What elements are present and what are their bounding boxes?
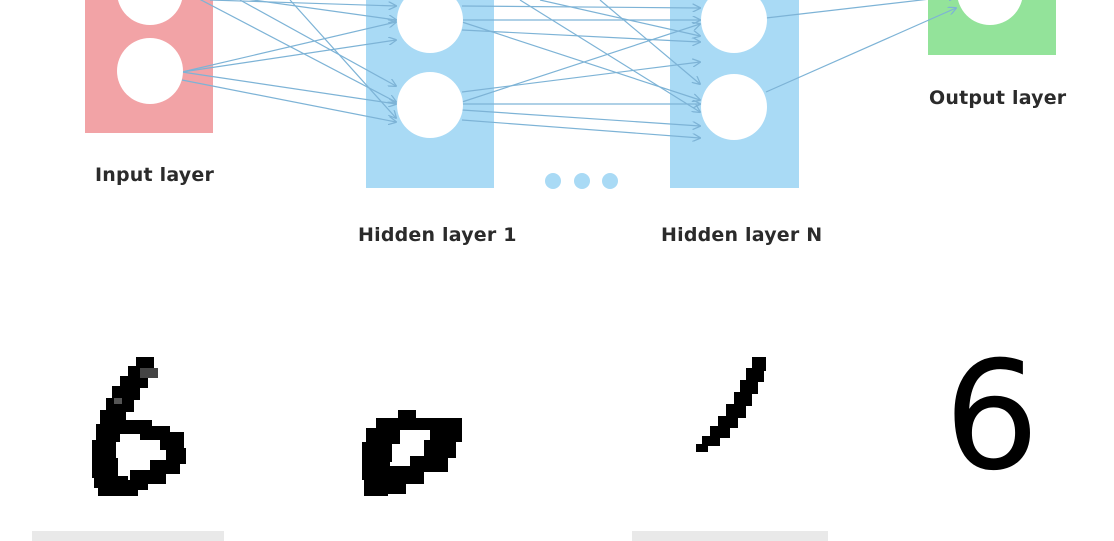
output-node-1 [957, 0, 1023, 25]
connection-arrows [181, 0, 956, 138]
hidden1-node-2 [397, 72, 463, 138]
hiddenN-node-2 [701, 74, 767, 140]
handwritten-one [696, 357, 766, 452]
hiddenN-node-1 [701, 0, 767, 53]
ellipsis-dots [545, 173, 618, 189]
typed-digit: 6 [944, 330, 1040, 504]
digit-underline-bar [632, 531, 828, 541]
input-layer-label: Input layer [95, 164, 215, 186]
digit-underline-bar [32, 531, 224, 541]
handwritten-zero [362, 410, 462, 496]
output-layer-label: Output layer [929, 87, 1067, 109]
handwritten-six [92, 357, 186, 496]
hidden-layer-1-label: Hidden layer 1 [358, 224, 517, 246]
input-node-2 [117, 38, 183, 104]
hidden-layer-n-label: Hidden layer N [661, 224, 823, 246]
hidden1-node-1 [397, 0, 463, 53]
input-node-1 [117, 0, 183, 25]
